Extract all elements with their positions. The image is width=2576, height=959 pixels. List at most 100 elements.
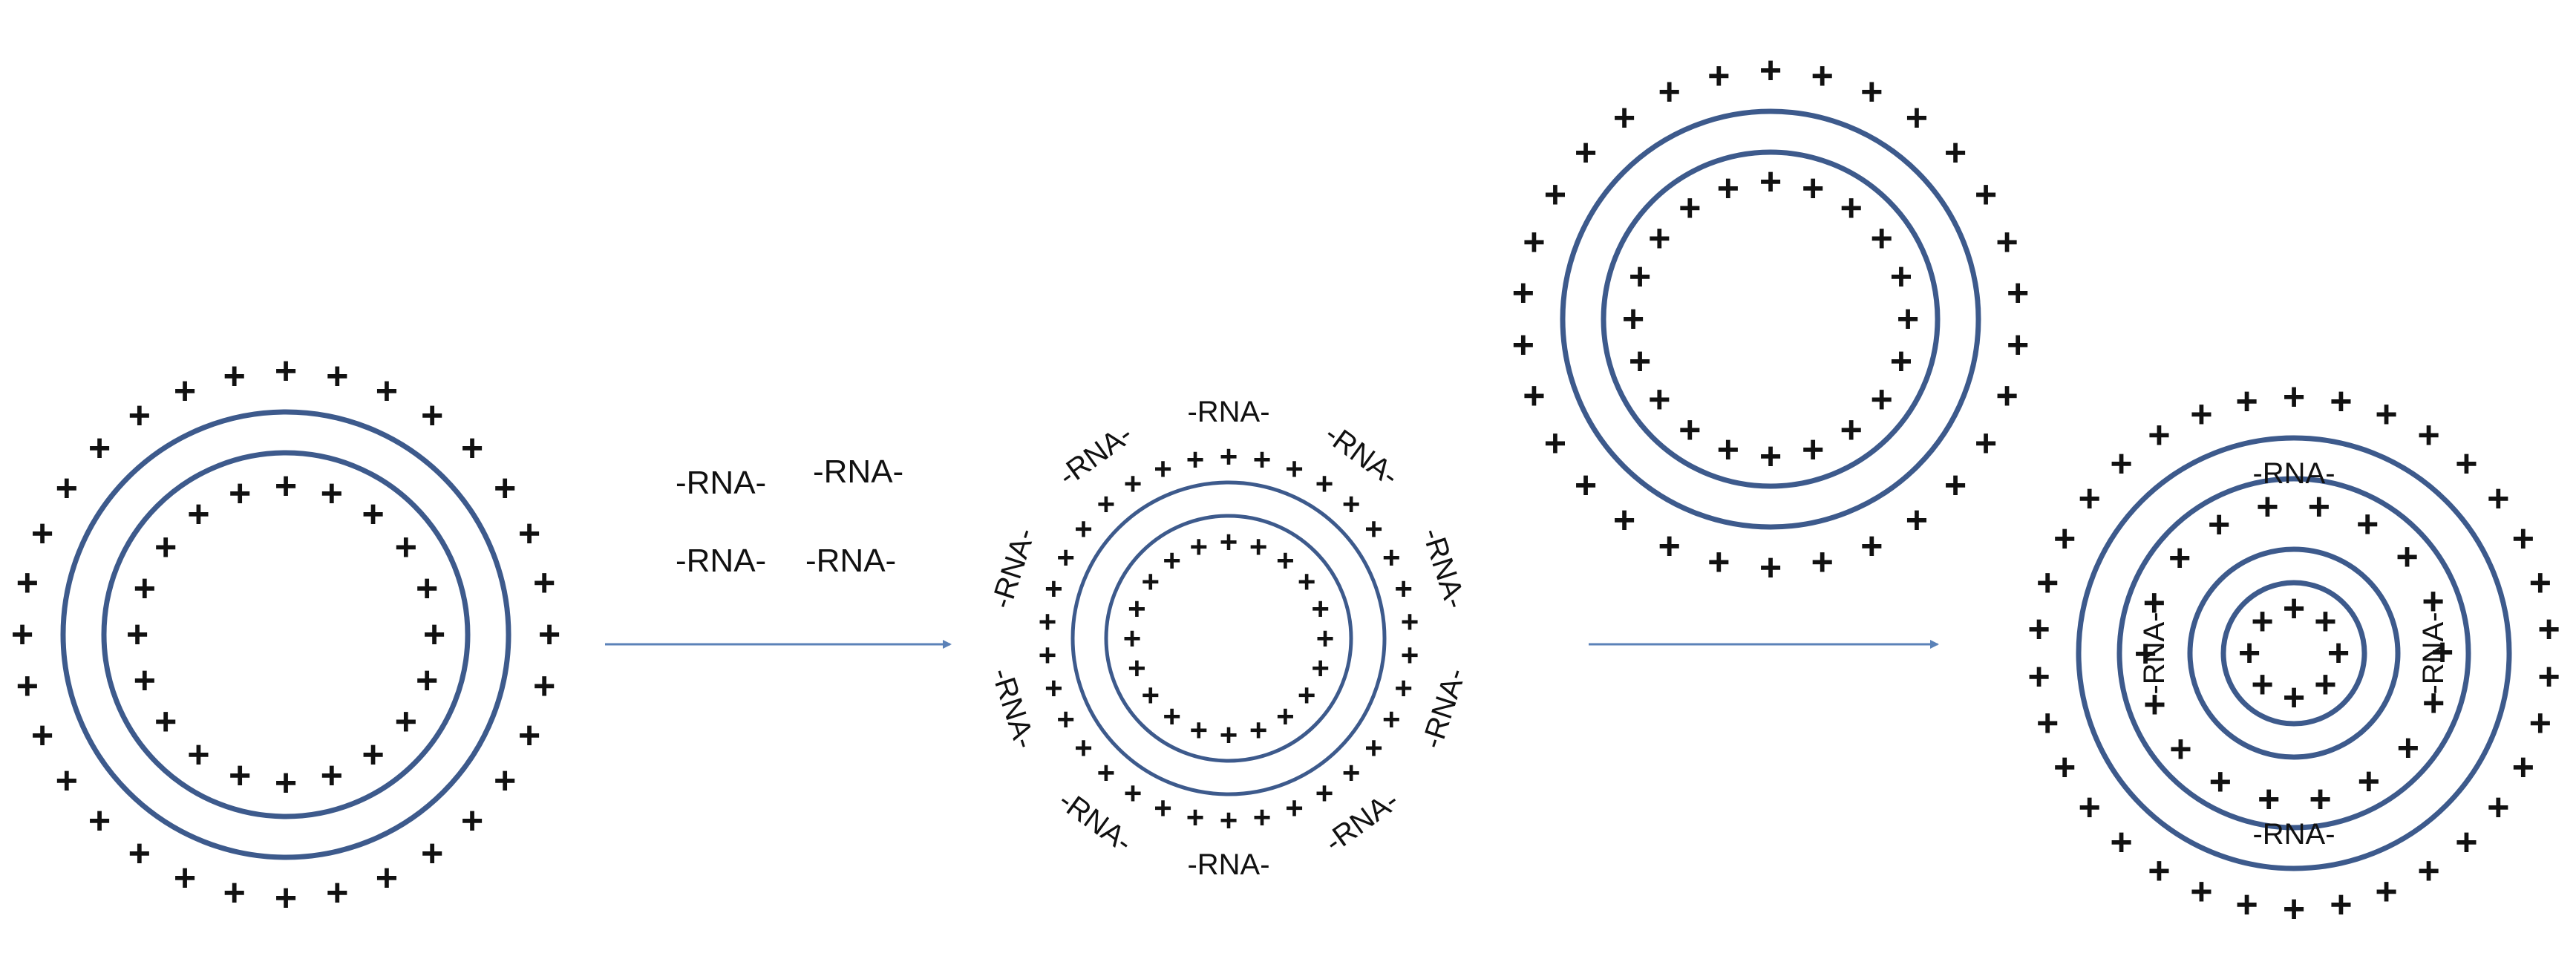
positive-charge: + bbox=[494, 759, 516, 802]
positive-charge: + bbox=[2487, 786, 2509, 829]
positive-charge: + bbox=[1394, 671, 1413, 706]
positive-charge: + bbox=[2512, 517, 2534, 560]
positive-charge: + bbox=[174, 857, 196, 900]
positive-charge: + bbox=[2283, 587, 2305, 630]
positive-charge: + bbox=[1220, 439, 1238, 474]
positive-charge: + bbox=[1401, 638, 1419, 672]
free-rna-label: -RNA- bbox=[813, 454, 903, 490]
panel-multilayer-complex: ++++++++++++++++++++++++++++++++++++++++… bbox=[2027, 376, 2560, 931]
positive-charge: + bbox=[2036, 562, 2059, 605]
positive-charge: + bbox=[326, 355, 348, 398]
positive-charge: + bbox=[2537, 608, 2560, 651]
positive-charge: + bbox=[2190, 393, 2212, 436]
positive-charge: + bbox=[416, 659, 438, 702]
positive-charge: + bbox=[376, 370, 398, 413]
positive-charge: + bbox=[134, 659, 156, 702]
rna-label: -RNA- bbox=[1187, 396, 1269, 428]
positive-charge: + bbox=[2422, 682, 2445, 725]
positive-charge: + bbox=[2110, 821, 2132, 864]
positive-charge: + bbox=[2110, 442, 2132, 485]
positive-charge: + bbox=[223, 355, 246, 398]
positive-charge: + bbox=[1316, 621, 1335, 656]
positive-charge: + bbox=[2190, 871, 2212, 914]
positive-charge: + bbox=[16, 562, 39, 605]
positive-charge: + bbox=[2356, 503, 2379, 546]
positive-charge: + bbox=[229, 754, 251, 797]
positive-charge: + bbox=[31, 512, 53, 555]
positive-charge: + bbox=[1364, 730, 1383, 765]
positive-charge: + bbox=[1186, 442, 1205, 477]
positive-charge: + bbox=[1039, 638, 1057, 672]
positive-charge: + bbox=[2235, 380, 2258, 423]
positive-charge: + bbox=[1382, 540, 1401, 575]
positive-charge: + bbox=[362, 493, 384, 536]
positive-charge: + bbox=[2007, 324, 2029, 367]
positive-charge: + bbox=[2027, 655, 2050, 698]
positive-charge: + bbox=[2251, 600, 2273, 644]
positive-charge: + bbox=[2251, 663, 2273, 706]
positive-charge: + bbox=[2143, 683, 2165, 726]
positive-charge: + bbox=[1629, 340, 1651, 383]
positive-charge: + bbox=[1315, 776, 1334, 811]
positive-charge: + bbox=[1128, 591, 1146, 626]
positive-charge: + bbox=[2330, 883, 2352, 926]
positive-charge: + bbox=[1648, 379, 1670, 422]
positive-charge: + bbox=[128, 832, 151, 875]
positive-charge: + bbox=[2283, 888, 2305, 931]
positive-charge: + bbox=[1523, 221, 1545, 264]
positive-charge: + bbox=[2330, 380, 2352, 423]
positive-charge: + bbox=[1401, 604, 1419, 639]
positive-charge: + bbox=[1658, 525, 1681, 568]
positive-charge: + bbox=[2007, 272, 2029, 315]
positive-charge: + bbox=[1128, 651, 1146, 686]
positive-charge: + bbox=[1944, 131, 1967, 174]
positive-charge: + bbox=[2422, 580, 2444, 623]
positive-charge: + bbox=[1622, 298, 1644, 341]
positive-charge: + bbox=[2208, 503, 2230, 546]
positive-charge: + bbox=[1298, 678, 1316, 713]
positive-charge: + bbox=[1039, 604, 1057, 639]
positive-charge: + bbox=[395, 701, 417, 744]
positive-charge: + bbox=[1285, 791, 1304, 825]
membrane-ring bbox=[1070, 480, 1387, 796]
positive-charge: + bbox=[2375, 871, 2397, 914]
positive-charge: + bbox=[1678, 409, 1701, 452]
positive-charge: + bbox=[2487, 477, 2509, 520]
positive-charge: + bbox=[2529, 562, 2552, 605]
positive-charge: + bbox=[154, 701, 177, 744]
positive-charge: + bbox=[1717, 428, 1739, 471]
positive-charge: + bbox=[395, 526, 417, 569]
membrane-ring bbox=[1104, 514, 1353, 763]
rna-label: -RNA- bbox=[985, 524, 1042, 612]
positive-charge: + bbox=[1759, 435, 1782, 478]
positive-charge: + bbox=[1575, 131, 1597, 174]
membrane-ring bbox=[60, 409, 511, 860]
positive-charge: + bbox=[494, 467, 516, 510]
positive-charge: + bbox=[1523, 375, 1545, 418]
positive-charge: + bbox=[1871, 379, 1893, 422]
membrane-ring bbox=[2220, 580, 2367, 727]
rna-label: -RNA- bbox=[2417, 612, 2450, 694]
positive-charge: + bbox=[1707, 54, 1730, 97]
positive-charge: + bbox=[326, 871, 348, 914]
positive-charge: + bbox=[2417, 849, 2439, 892]
membrane-ring bbox=[2116, 476, 2471, 831]
positive-charge: + bbox=[1678, 186, 1701, 229]
positive-charge: + bbox=[1906, 499, 1928, 542]
positive-charge: + bbox=[1860, 525, 1883, 568]
positive-charge: + bbox=[1906, 96, 1928, 140]
positive-charge: + bbox=[2512, 746, 2534, 789]
positive-charge: + bbox=[362, 733, 384, 776]
positive-charge: + bbox=[1056, 702, 1075, 737]
positive-charge: + bbox=[31, 714, 53, 757]
positive-charge: + bbox=[1759, 49, 1782, 92]
positive-charge: + bbox=[1811, 54, 1834, 97]
positive-charge: + bbox=[1097, 756, 1116, 791]
positive-charge: + bbox=[1840, 409, 1863, 452]
positive-charge: + bbox=[461, 427, 483, 470]
positive-charge: + bbox=[1648, 217, 1670, 260]
positive-charge: + bbox=[1364, 511, 1383, 546]
positive-charge: + bbox=[1253, 799, 1272, 834]
positive-charge: + bbox=[1342, 486, 1361, 521]
